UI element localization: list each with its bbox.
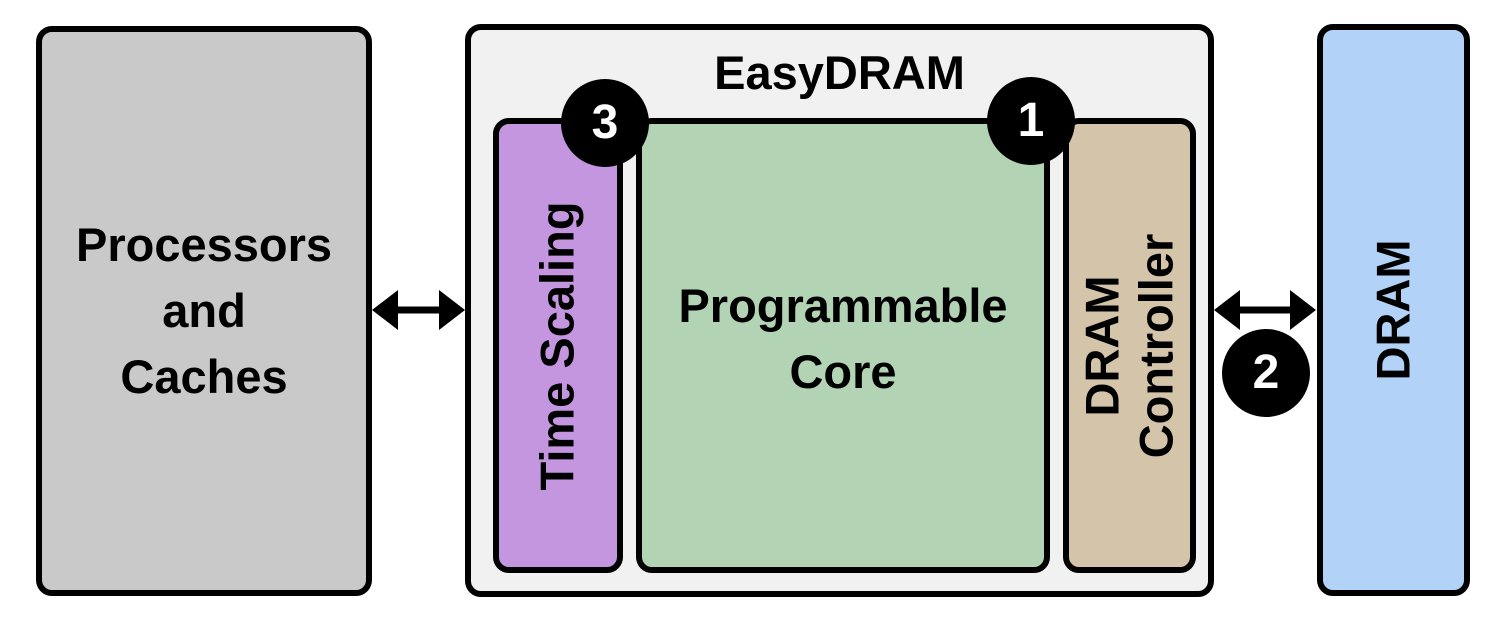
processors-label-line-2: and	[162, 284, 246, 337]
programmable-core-label-line-2: Core	[789, 344, 897, 398]
dram-label: DRAM	[1366, 239, 1420, 381]
dram-controller-box: DRAM Controller	[1063, 118, 1196, 573]
dram-controller-label-line-1: DRAM	[1075, 275, 1129, 416]
time-scaling-box: Time Scaling	[493, 118, 623, 573]
controller-dram-arrow	[1214, 290, 1316, 330]
processors-label-line-3: Caches	[120, 350, 288, 403]
badge-3: 3	[561, 79, 649, 167]
badge-2: 2	[1222, 329, 1310, 417]
processors-easydram-arrow	[372, 290, 465, 330]
programmable-core-box: Programmable Core	[636, 118, 1050, 573]
time-scaling-label: Time Scaling	[531, 200, 585, 491]
processors-and-caches-box: Processors and Caches	[36, 26, 372, 596]
dram-controller-label-line-2: Controller	[1129, 233, 1183, 458]
programmable-core-label-line-1: Programmable	[678, 278, 1008, 332]
badge-1: 1	[987, 77, 1075, 165]
dram-box: DRAM	[1317, 24, 1470, 596]
processors-label: Processors and Caches	[42, 32, 366, 590]
processors-label-line-1: Processors	[75, 218, 333, 271]
easydram-title: EasyDRAM	[714, 46, 965, 99]
